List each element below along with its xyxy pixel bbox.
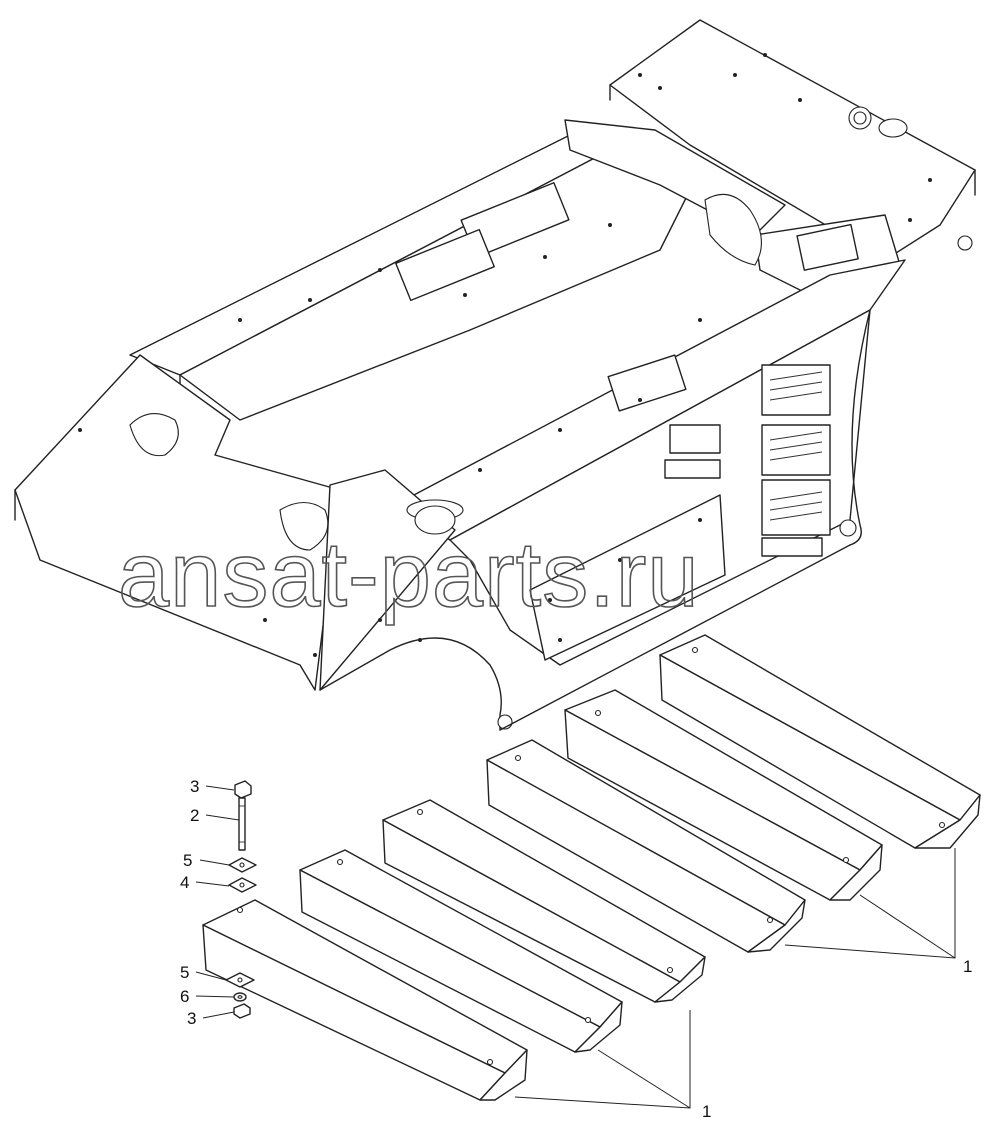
weight-block-3 xyxy=(382,799,706,1003)
main-frame xyxy=(14,19,976,731)
callout-top-washer: 5 xyxy=(183,851,192,870)
callout-bottom-washer: 5 xyxy=(180,963,189,982)
callout-spring-washer: 6 xyxy=(180,987,189,1006)
callout-bottom-nut: 3 xyxy=(187,1009,196,1028)
watermark-text: ansat-parts.ru xyxy=(118,524,700,626)
weight-block-4 xyxy=(486,739,806,953)
callout-top-nut: 3 xyxy=(190,777,199,796)
callout-weights-left: 1 xyxy=(702,1102,711,1121)
counterweight-blocks xyxy=(202,634,981,1101)
callout-top-plate: 4 xyxy=(180,873,189,892)
spring-washer-part xyxy=(233,992,247,1002)
callout-stud: 2 xyxy=(190,806,199,825)
frame-bolt-dots xyxy=(78,53,932,657)
top-washer-part xyxy=(228,857,257,873)
fastener-stack xyxy=(225,780,257,1019)
stud-part xyxy=(238,797,246,851)
weight-block-1 xyxy=(202,899,528,1101)
weight-block-5 xyxy=(564,689,883,901)
top-plate-part xyxy=(228,877,257,893)
weight-block-2 xyxy=(299,849,623,1053)
weight-block-6 xyxy=(659,634,981,849)
bottom-washer-part xyxy=(225,972,255,988)
leader-lines xyxy=(195,785,956,1109)
bottom-nut-part xyxy=(233,1003,251,1019)
callout-labels: 3 2 5 4 5 6 3 1 1 xyxy=(180,777,972,1121)
top-nut-part xyxy=(234,780,252,799)
callout-weights-right: 1 xyxy=(963,957,972,976)
